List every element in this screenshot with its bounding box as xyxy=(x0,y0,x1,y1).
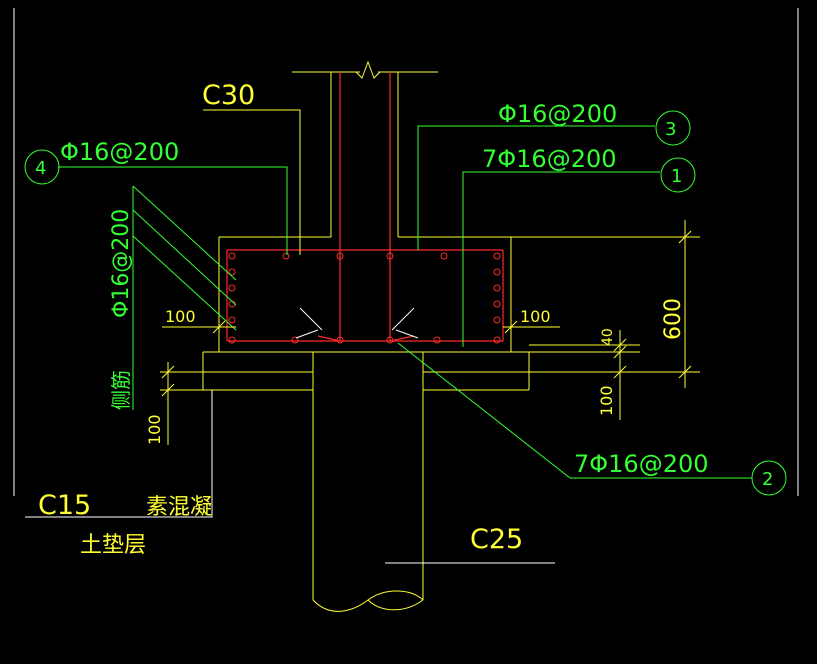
rebar-dot xyxy=(493,316,501,324)
side-rebar-label: 侧筋 xyxy=(109,370,133,410)
pile-cut-icon xyxy=(312,590,424,612)
anchor-hooks xyxy=(295,307,419,339)
dim-bedding-left: 100 xyxy=(145,414,164,445)
rebar-dot xyxy=(228,268,236,276)
bedding-layer-label: 土垫层 xyxy=(80,533,146,558)
zigzag-break-icon xyxy=(355,60,381,79)
rebar-dots xyxy=(228,252,501,344)
side-rebar-vertical-text: Φ16@200 xyxy=(109,209,134,318)
pile-cap-outline xyxy=(218,236,512,353)
rebar-dot xyxy=(386,336,394,344)
callout-1-number: 1 xyxy=(671,166,682,187)
rebar-dot xyxy=(336,252,344,260)
callout-2-number: 2 xyxy=(762,469,773,490)
rebar-dot xyxy=(228,316,236,324)
dim-cover-right: 100 xyxy=(520,307,551,326)
rebar-dot xyxy=(291,336,299,344)
callout-1-text: 7Φ16@200 xyxy=(482,145,617,173)
rebar-dot xyxy=(282,252,290,260)
callout-4-number: 4 xyxy=(35,158,46,179)
rebar-dot xyxy=(386,252,394,260)
dim-bedding-right: 100 xyxy=(597,385,616,416)
pile-outline xyxy=(312,351,424,600)
rebar-dot xyxy=(493,300,501,308)
rebar-dot xyxy=(493,336,501,344)
callout-4-text: Φ16@200 xyxy=(60,138,179,166)
callout-circle-3 xyxy=(655,110,691,146)
rebar-dot xyxy=(493,268,501,276)
leader-lines xyxy=(25,109,752,564)
rebar-dot xyxy=(433,336,441,344)
rebar-dot xyxy=(228,252,236,260)
drawing-frame xyxy=(13,8,799,496)
rebar-dot xyxy=(228,284,236,292)
dim-cover-left: 100 xyxy=(165,307,196,326)
callout-circle-2 xyxy=(751,460,787,496)
bedding-layer-outline xyxy=(202,351,530,391)
rebar-dot xyxy=(228,336,236,344)
rebar-dot xyxy=(493,284,501,292)
callout-2-text: 7Φ16@200 xyxy=(574,450,709,478)
rebar-dot xyxy=(493,252,501,260)
bedding-grade-label: C15 xyxy=(38,490,91,521)
dim-bottom-cover: 40 xyxy=(600,328,616,346)
rebar-dot xyxy=(440,252,448,260)
callout-3-number: 3 xyxy=(665,119,676,140)
rebar-dot xyxy=(336,336,344,344)
bedding-material-label: 素混凝 xyxy=(146,495,212,520)
callout-circle-4 xyxy=(24,149,60,185)
callout-3-text: Φ16@200 xyxy=(498,100,617,128)
pile-grade-label: C25 xyxy=(470,524,523,555)
rebar-cage xyxy=(226,72,504,342)
column-grade-label: C30 xyxy=(202,80,255,111)
callout-circles xyxy=(24,110,787,496)
dimension-lines xyxy=(160,220,700,445)
column-outline xyxy=(292,71,438,237)
callout-circle-1 xyxy=(660,157,696,193)
dim-cap-height: 600 xyxy=(661,298,686,340)
